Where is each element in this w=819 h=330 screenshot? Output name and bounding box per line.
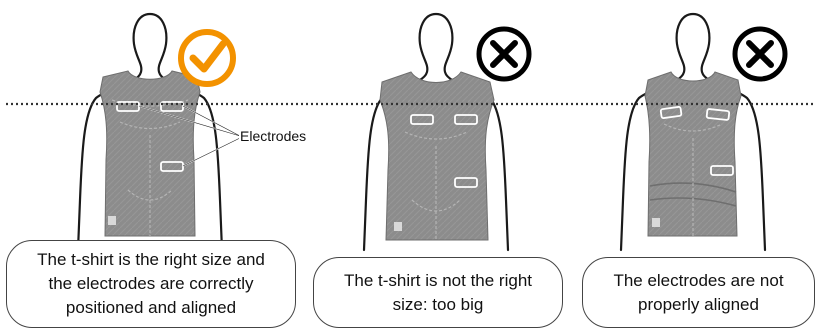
x-circle-icon: [735, 29, 785, 79]
caption-line: size: too big: [344, 293, 532, 317]
electrodes-label: Electrodes: [239, 128, 307, 144]
caption-line: the electrodes are correctly: [37, 272, 265, 296]
tshirt: [380, 72, 494, 240]
x-circle-icon: [479, 29, 529, 79]
shirt-tag: [652, 218, 660, 227]
caption-line: positioned and aligned: [37, 296, 265, 320]
caption-misaligned: The electrodes are not properly aligned: [582, 257, 815, 328]
caption-line: properly aligned: [613, 293, 783, 317]
checkmark-circle-icon: [181, 32, 233, 84]
shirt-tag: [394, 222, 402, 231]
shirt-tag: [108, 216, 116, 225]
caption-too-big: The t-shirt is not the right size: too b…: [313, 257, 563, 328]
caption-line: The t-shirt is not the right: [344, 269, 532, 293]
caption-line: The t-shirt is the right size and: [37, 248, 265, 272]
caption-line: The electrodes are not: [613, 269, 783, 293]
caption-correct: The t-shirt is the right size and the el…: [6, 240, 296, 328]
